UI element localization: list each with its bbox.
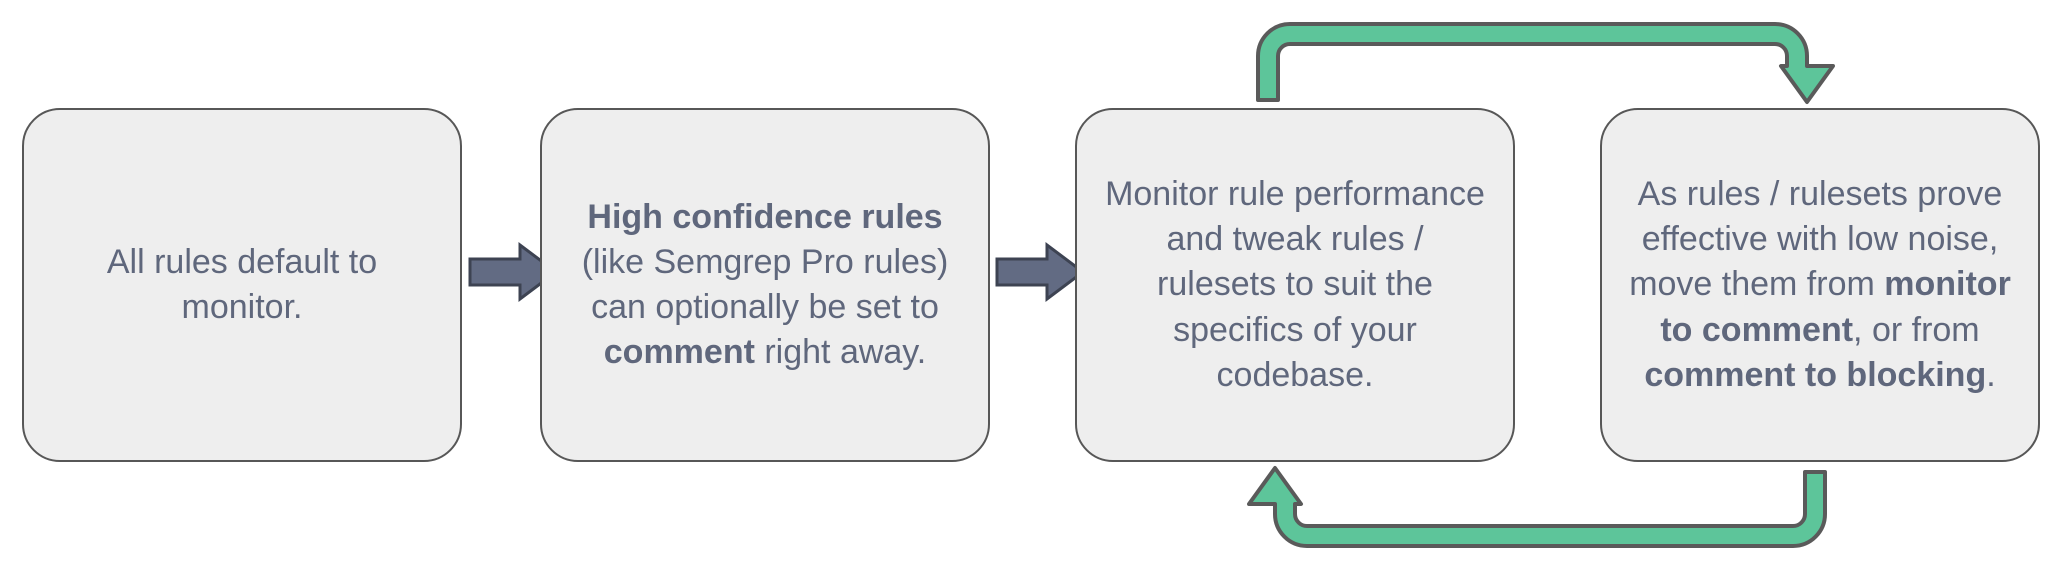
flow-node-text: High confidence rules (like Semgrep Pro … bbox=[581, 197, 949, 372]
loop-arrow-node4-to-node3 bbox=[1247, 466, 1827, 548]
flow-node-text: Monitor rule performance and tweak rules… bbox=[1105, 174, 1485, 394]
loop-arrow-node3-to-node4 bbox=[1256, 22, 1835, 104]
flow-node-promote-rules-to-blocking[interactable]: As rules / rulesets prove effective with… bbox=[1600, 108, 2040, 462]
flow-node-high-confidence-rules[interactable]: High confidence rules (like Semgrep Pro … bbox=[540, 108, 990, 462]
flow-node-all-rules-default-to-monitor[interactable]: All rules default to monitor. bbox=[22, 108, 462, 462]
flow-node-text: As rules / rulesets prove effective with… bbox=[1629, 174, 2011, 394]
arrow-node1-to-node2 bbox=[468, 242, 559, 302]
arrow-node2-to-node3 bbox=[995, 242, 1086, 302]
flow-node-text: All rules default to monitor. bbox=[106, 242, 378, 326]
flow-node-monitor-rule-performance[interactable]: Monitor rule performance and tweak rules… bbox=[1075, 108, 1515, 462]
